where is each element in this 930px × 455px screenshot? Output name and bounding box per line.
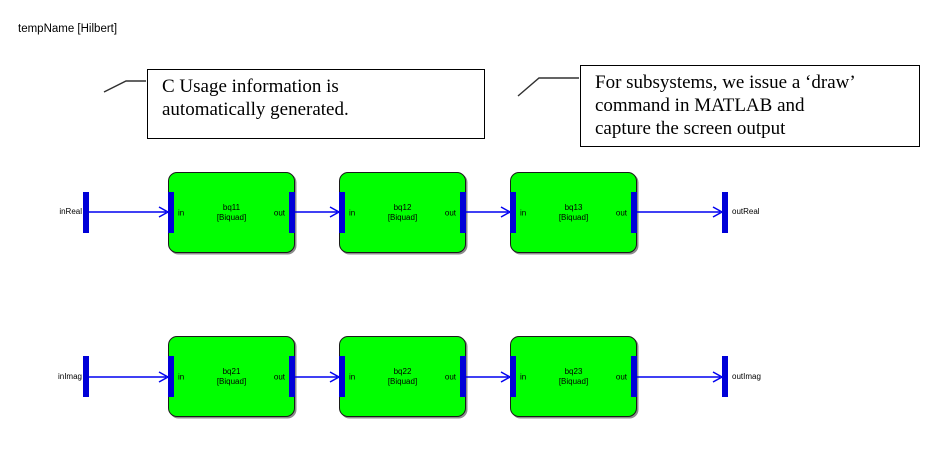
inport-label-inImag: inImag bbox=[57, 372, 82, 381]
callout-line: automatically generated. bbox=[162, 99, 349, 120]
in-port-label: in bbox=[520, 372, 527, 381]
block-name: bq12 bbox=[393, 202, 412, 212]
callout-leader-line bbox=[103, 80, 146, 93]
out-port-label: out bbox=[615, 208, 627, 217]
arrowhead bbox=[712, 206, 724, 218]
output-port-bar bbox=[289, 192, 295, 233]
input-port-bar bbox=[510, 192, 516, 233]
arrowhead bbox=[329, 371, 341, 383]
input-port-bar bbox=[168, 192, 174, 233]
out-port-label: out bbox=[273, 372, 285, 381]
outport-label-outReal: outReal bbox=[732, 207, 760, 216]
out-port-label: out bbox=[615, 372, 627, 381]
arrowhead bbox=[500, 371, 512, 383]
block-name: bq23 bbox=[564, 366, 583, 376]
output-port-bar bbox=[631, 192, 637, 233]
callout-line: command in MATLAB and bbox=[595, 95, 805, 116]
arrowhead bbox=[158, 371, 170, 383]
model-title: tempName [Hilbert] bbox=[18, 23, 118, 35]
block-name: bq13 bbox=[564, 202, 583, 212]
input-port-bar bbox=[510, 356, 516, 397]
callout-line: capture the screen output bbox=[595, 118, 786, 139]
input-port-bar bbox=[339, 192, 345, 233]
block-type: [Biquad] bbox=[387, 212, 418, 222]
callout-subsystem-draw: For subsystems, we issue a ‘draw’ comman… bbox=[580, 65, 920, 147]
output-port-bar bbox=[631, 356, 637, 397]
subsystem-block-bq21[interactable]: in out bq21 [Biquad] bbox=[168, 336, 295, 417]
block-name: bq21 bbox=[222, 366, 241, 376]
subsystem-block-bq12[interactable]: in out bq12 [Biquad] bbox=[339, 172, 466, 253]
outport-marker bbox=[722, 356, 728, 397]
arrowhead bbox=[329, 206, 341, 218]
subsystem-block-bq13[interactable]: in out bq13 [Biquad] bbox=[510, 172, 637, 253]
in-port-label: in bbox=[178, 208, 185, 217]
inport-marker bbox=[83, 192, 89, 233]
block-type: [Biquad] bbox=[387, 376, 418, 386]
in-port-label: in bbox=[178, 372, 185, 381]
outport-marker bbox=[722, 192, 728, 233]
arrowhead bbox=[712, 371, 724, 383]
callout-line: C Usage information is bbox=[162, 76, 339, 97]
block-type: [Biquad] bbox=[216, 212, 247, 222]
output-port-bar bbox=[460, 356, 466, 397]
output-port-bar bbox=[460, 192, 466, 233]
subsystem-block-bq23[interactable]: in out bq23 [Biquad] bbox=[510, 336, 637, 417]
block-type: [Biquad] bbox=[216, 376, 247, 386]
out-port-label: out bbox=[444, 208, 456, 217]
callout-c-usage: C Usage information is automatically gen… bbox=[147, 69, 485, 139]
inport-label-inReal: inReal bbox=[59, 207, 82, 216]
arrowhead bbox=[158, 206, 170, 218]
output-port-bar bbox=[289, 356, 295, 397]
input-port-bar bbox=[168, 356, 174, 397]
input-port-bar bbox=[339, 356, 345, 397]
in-port-label: in bbox=[349, 372, 356, 381]
subsystem-block-bq11[interactable]: in out bq11 [Biquad] bbox=[168, 172, 295, 253]
callout-line: For subsystems, we issue a ‘draw’ bbox=[595, 72, 856, 93]
inport-marker bbox=[83, 356, 89, 397]
callout-leader-line bbox=[517, 77, 579, 97]
arrowhead bbox=[500, 206, 512, 218]
out-port-label: out bbox=[273, 208, 285, 217]
outport-label-outImag: outImag bbox=[732, 372, 761, 381]
in-port-label: in bbox=[349, 208, 356, 217]
in-port-label: in bbox=[520, 208, 527, 217]
subsystem-block-bq22[interactable]: in out bq22 [Biquad] bbox=[339, 336, 466, 417]
block-name: bq11 bbox=[222, 202, 241, 212]
out-port-label: out bbox=[444, 372, 456, 381]
block-type: [Biquad] bbox=[558, 376, 589, 386]
block-type: [Biquad] bbox=[558, 212, 589, 222]
block-name: bq22 bbox=[393, 366, 412, 376]
